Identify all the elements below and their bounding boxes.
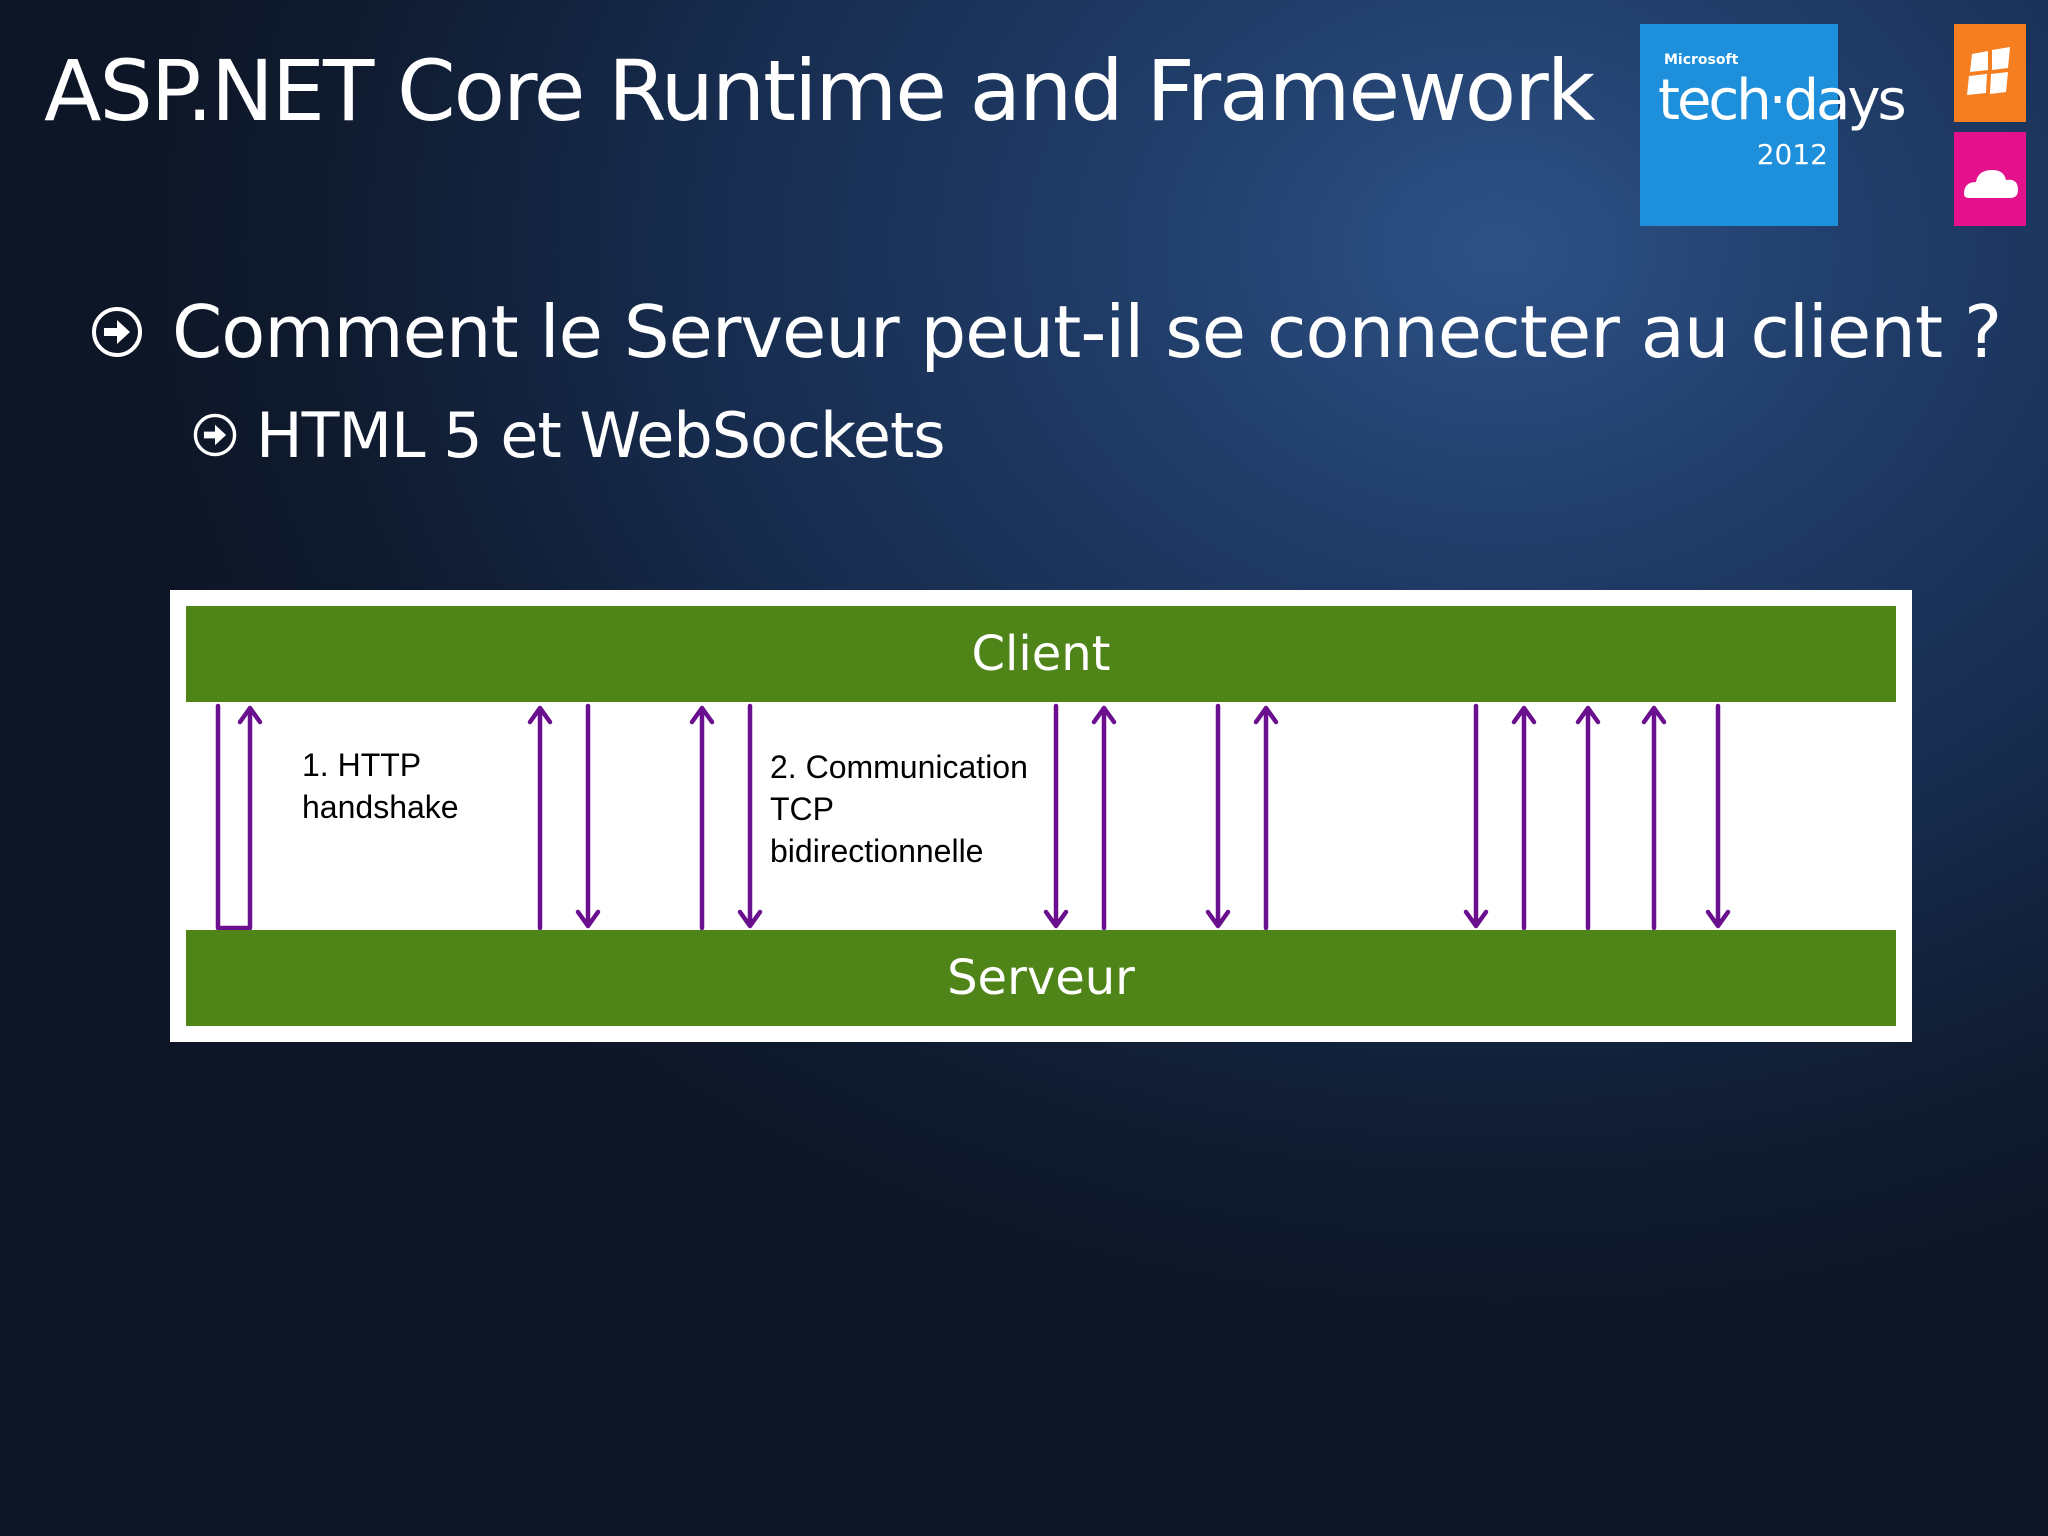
logo-brand: Microsoft	[1664, 52, 1739, 68]
bullet-text: Comment le Serveur peut-il se connecter …	[172, 290, 2002, 374]
cloud-tile	[1954, 132, 2026, 226]
step1-line2: handshake	[302, 789, 459, 825]
step2-line2: TCP	[770, 791, 834, 827]
websocket-diagram: Client	[170, 590, 1912, 1042]
arrows-layer	[215, 703, 1731, 931]
handshake-arrow-head	[237, 705, 263, 725]
bullet-item-2: HTML 5 et WebSockets	[192, 394, 946, 476]
step2-line1: 2. Communication	[770, 749, 1028, 785]
communication-label: 2. Communication TCP bidirectionnelle	[770, 746, 1028, 872]
arrow-circle-icon	[92, 307, 142, 357]
client-bar: Client	[186, 606, 1896, 702]
step1-line1: 1. HTTP	[302, 747, 422, 783]
bullet-item-1: Comment le Serveur peut-il se connecter …	[90, 284, 2002, 380]
windows-tile	[1954, 24, 2026, 122]
step2-line3: bidirectionnelle	[770, 833, 984, 869]
logo-name: tech·days	[1658, 68, 1907, 133]
logo-year: 2012	[1756, 138, 1828, 171]
up-arrows	[527, 705, 1667, 931]
server-bar: Serveur	[186, 930, 1896, 1026]
cloud-icon	[1964, 170, 2018, 198]
windows-icon	[1967, 47, 2010, 95]
bullet-text: HTML 5 et WebSockets	[256, 398, 946, 472]
handshake-arrow	[215, 703, 253, 931]
techdays-logo: Microsoft tech·days 2012	[1640, 24, 1907, 226]
handshake-label: 1. HTTP handshake	[302, 744, 459, 828]
down-arrows	[575, 703, 1731, 929]
slide-title: ASP.NET Core Runtime and Framework	[44, 42, 1595, 140]
arrow-circle-icon	[193, 413, 237, 457]
server-label: Serveur	[947, 950, 1135, 1006]
client-label: Client	[971, 626, 1111, 682]
